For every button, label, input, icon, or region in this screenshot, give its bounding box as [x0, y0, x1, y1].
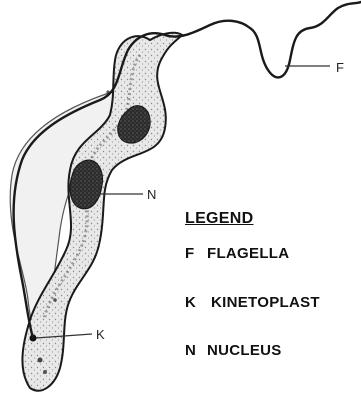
legend-title: LEGEND [185, 210, 253, 228]
kinetoplast-label: K [96, 327, 105, 342]
legend-key: N [185, 342, 207, 359]
legend-text: FLAGELLA [207, 245, 289, 262]
legend-key: K [185, 294, 211, 311]
granule [53, 298, 57, 302]
legend-text: NUCLEUS [207, 342, 282, 359]
legend-text: KINETOPLAST [211, 294, 320, 311]
granule [38, 358, 43, 363]
legend-key: F [185, 245, 207, 262]
flagella-label: F [336, 60, 344, 75]
nucleus-label: N [147, 187, 156, 202]
granule [43, 370, 47, 374]
